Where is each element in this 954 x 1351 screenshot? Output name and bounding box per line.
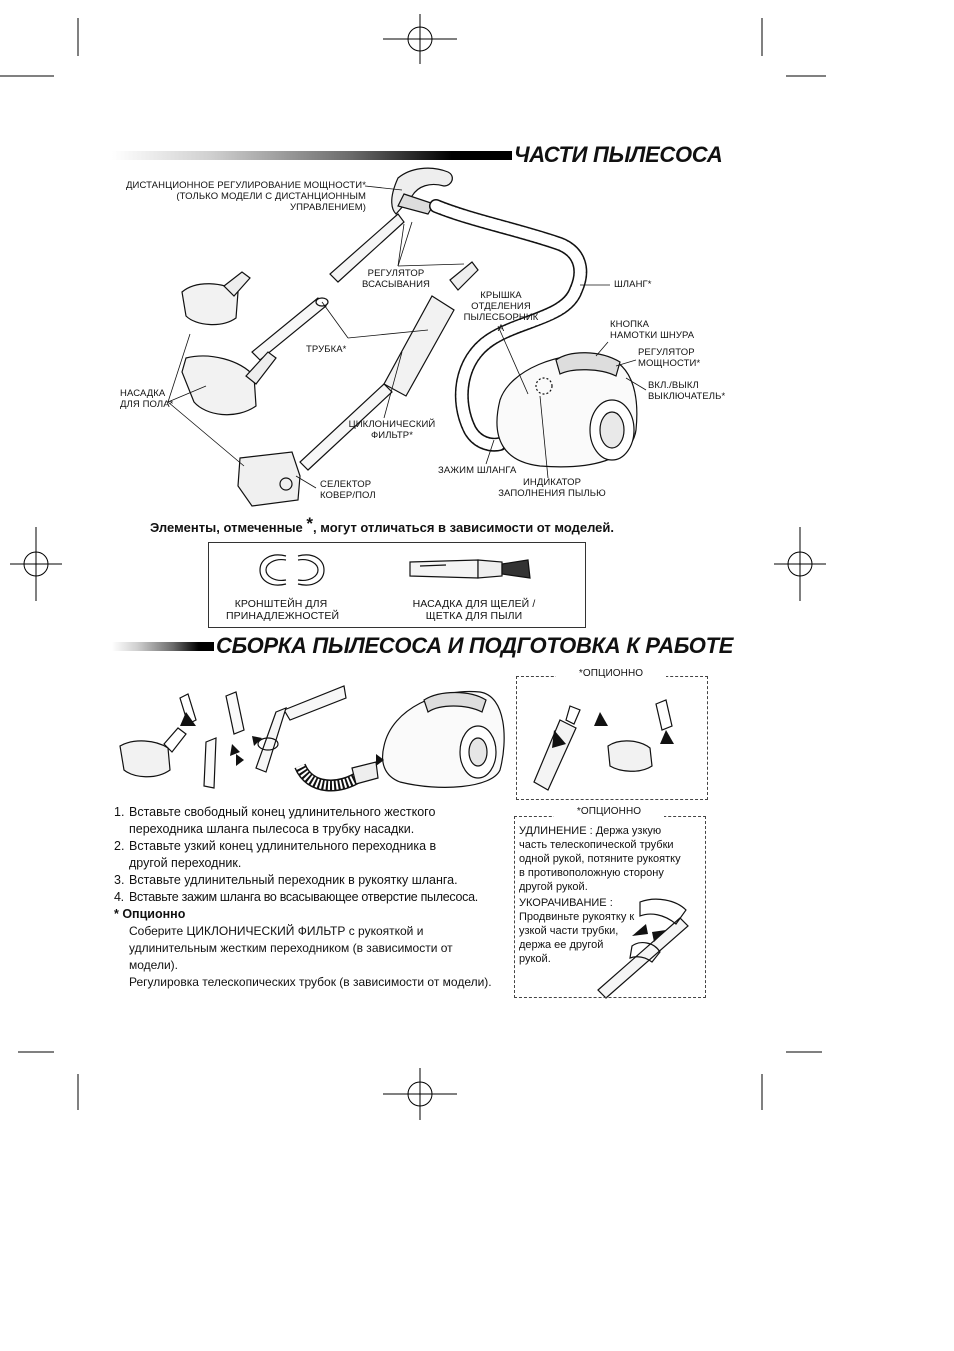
bracket-icon bbox=[259, 554, 325, 586]
assembly-steps: 1.Вставьте свободный конец удлинительног… bbox=[114, 804, 514, 991]
models-note: Элементы, отмеченные *, могут отличаться… bbox=[150, 514, 615, 535]
vacuum-parts-illustration bbox=[167, 167, 647, 507]
parts-heading: ЧАСТИ ПЫЛЕСОСА bbox=[514, 142, 723, 167]
label-hose: ШЛАНГ* bbox=[614, 279, 652, 290]
optional-label-cyclone: *ОПЦИОННО bbox=[556, 668, 666, 679]
label-dust-cover: КРЫШКА ОТДЕЛЕНИЯ ПЫЛЕСБОРНИК А bbox=[463, 290, 539, 334]
crevice-tool-icon bbox=[409, 559, 531, 579]
label-suction-regulator: РЕГУЛЯТОР ВСАСЫВАНИЯ bbox=[362, 268, 430, 290]
label-cyclone-filter: ЦИКЛОНИЧЕСКИЙ ФИЛЬТР* bbox=[348, 419, 436, 441]
label-crevice-tool: НАСАДКА ДЛЯ ЩЕЛЕЙ / ЩЕТКА ДЛЯ ПЫЛИ bbox=[412, 598, 536, 622]
optional-box-cyclone bbox=[516, 676, 708, 800]
optional-title: * Опционно bbox=[114, 907, 186, 921]
optional-text: Соберите ЦИКЛОНИЧЕСКИЙ ФИЛЬТР с рукоятко… bbox=[129, 924, 492, 989]
label-power-regulator: РЕГУЛЯТОР МОЩНОСТИ* bbox=[638, 347, 701, 369]
label-carpet-floor-selector: СЕЛЕКТОР КОВЕР/ПОЛ bbox=[320, 479, 376, 501]
label-dust-indicator: ИНДИКАТОР ЗАПОЛНЕНИЯ ПЫЛЬЮ bbox=[498, 477, 606, 499]
telescopic-extend-text: УДЛИНЕНИЕ : Держа узкую часть телескопич… bbox=[519, 825, 681, 893]
label-hose-clamp: ЗАЖИМ ШЛАНГА bbox=[438, 465, 517, 476]
label-cord-rewind: КНОПКА НАМОТКИ ШНУРА bbox=[610, 319, 695, 341]
label-floor-nozzle: НАСАДКА ДЛЯ ПОЛА* bbox=[120, 388, 174, 410]
assembly-heading-bar bbox=[112, 642, 214, 651]
assembly-illustration bbox=[119, 685, 689, 999]
step-1: 1.Вставьте свободный конец удлинительног… bbox=[114, 805, 436, 836]
label-remote-power: ДИСТАНЦИОННОЕ РЕГУЛИРОВАНИЕ МОЩНОСТИ* (Т… bbox=[125, 180, 366, 213]
step-2: 2.Вставьте узкий конец удлинительного пе… bbox=[114, 839, 437, 870]
telescopic-shorten-text: УКОРАЧИВАНИЕ : Продвиньте рукоятку к узк… bbox=[519, 897, 635, 965]
assembly-heading: СБОРКА ПЫЛЕСОСА И ПОДГОТОВКА К РАБОТЕ bbox=[216, 633, 734, 658]
label-accessory-bracket: КРОНШТЕЙН ДЛЯ ПРИНАДЛЕЖНОСТЕЙ bbox=[226, 598, 340, 622]
optional-label-telescopic: *ОПЦИОННО bbox=[554, 806, 664, 817]
label-tube: ТРУБКА* bbox=[306, 344, 347, 355]
step-4: 4.Вставьте зажим шланга во всасывающее о… bbox=[114, 890, 478, 904]
step-3: 3.Вставьте удлинительный переходник в ру… bbox=[114, 873, 458, 887]
accessories-box bbox=[208, 542, 586, 628]
heading-bar bbox=[112, 151, 512, 160]
label-on-off-switch: ВКЛ./ВЫКЛ ВЫКЛЮЧАТЕЛЬ* bbox=[648, 380, 726, 402]
